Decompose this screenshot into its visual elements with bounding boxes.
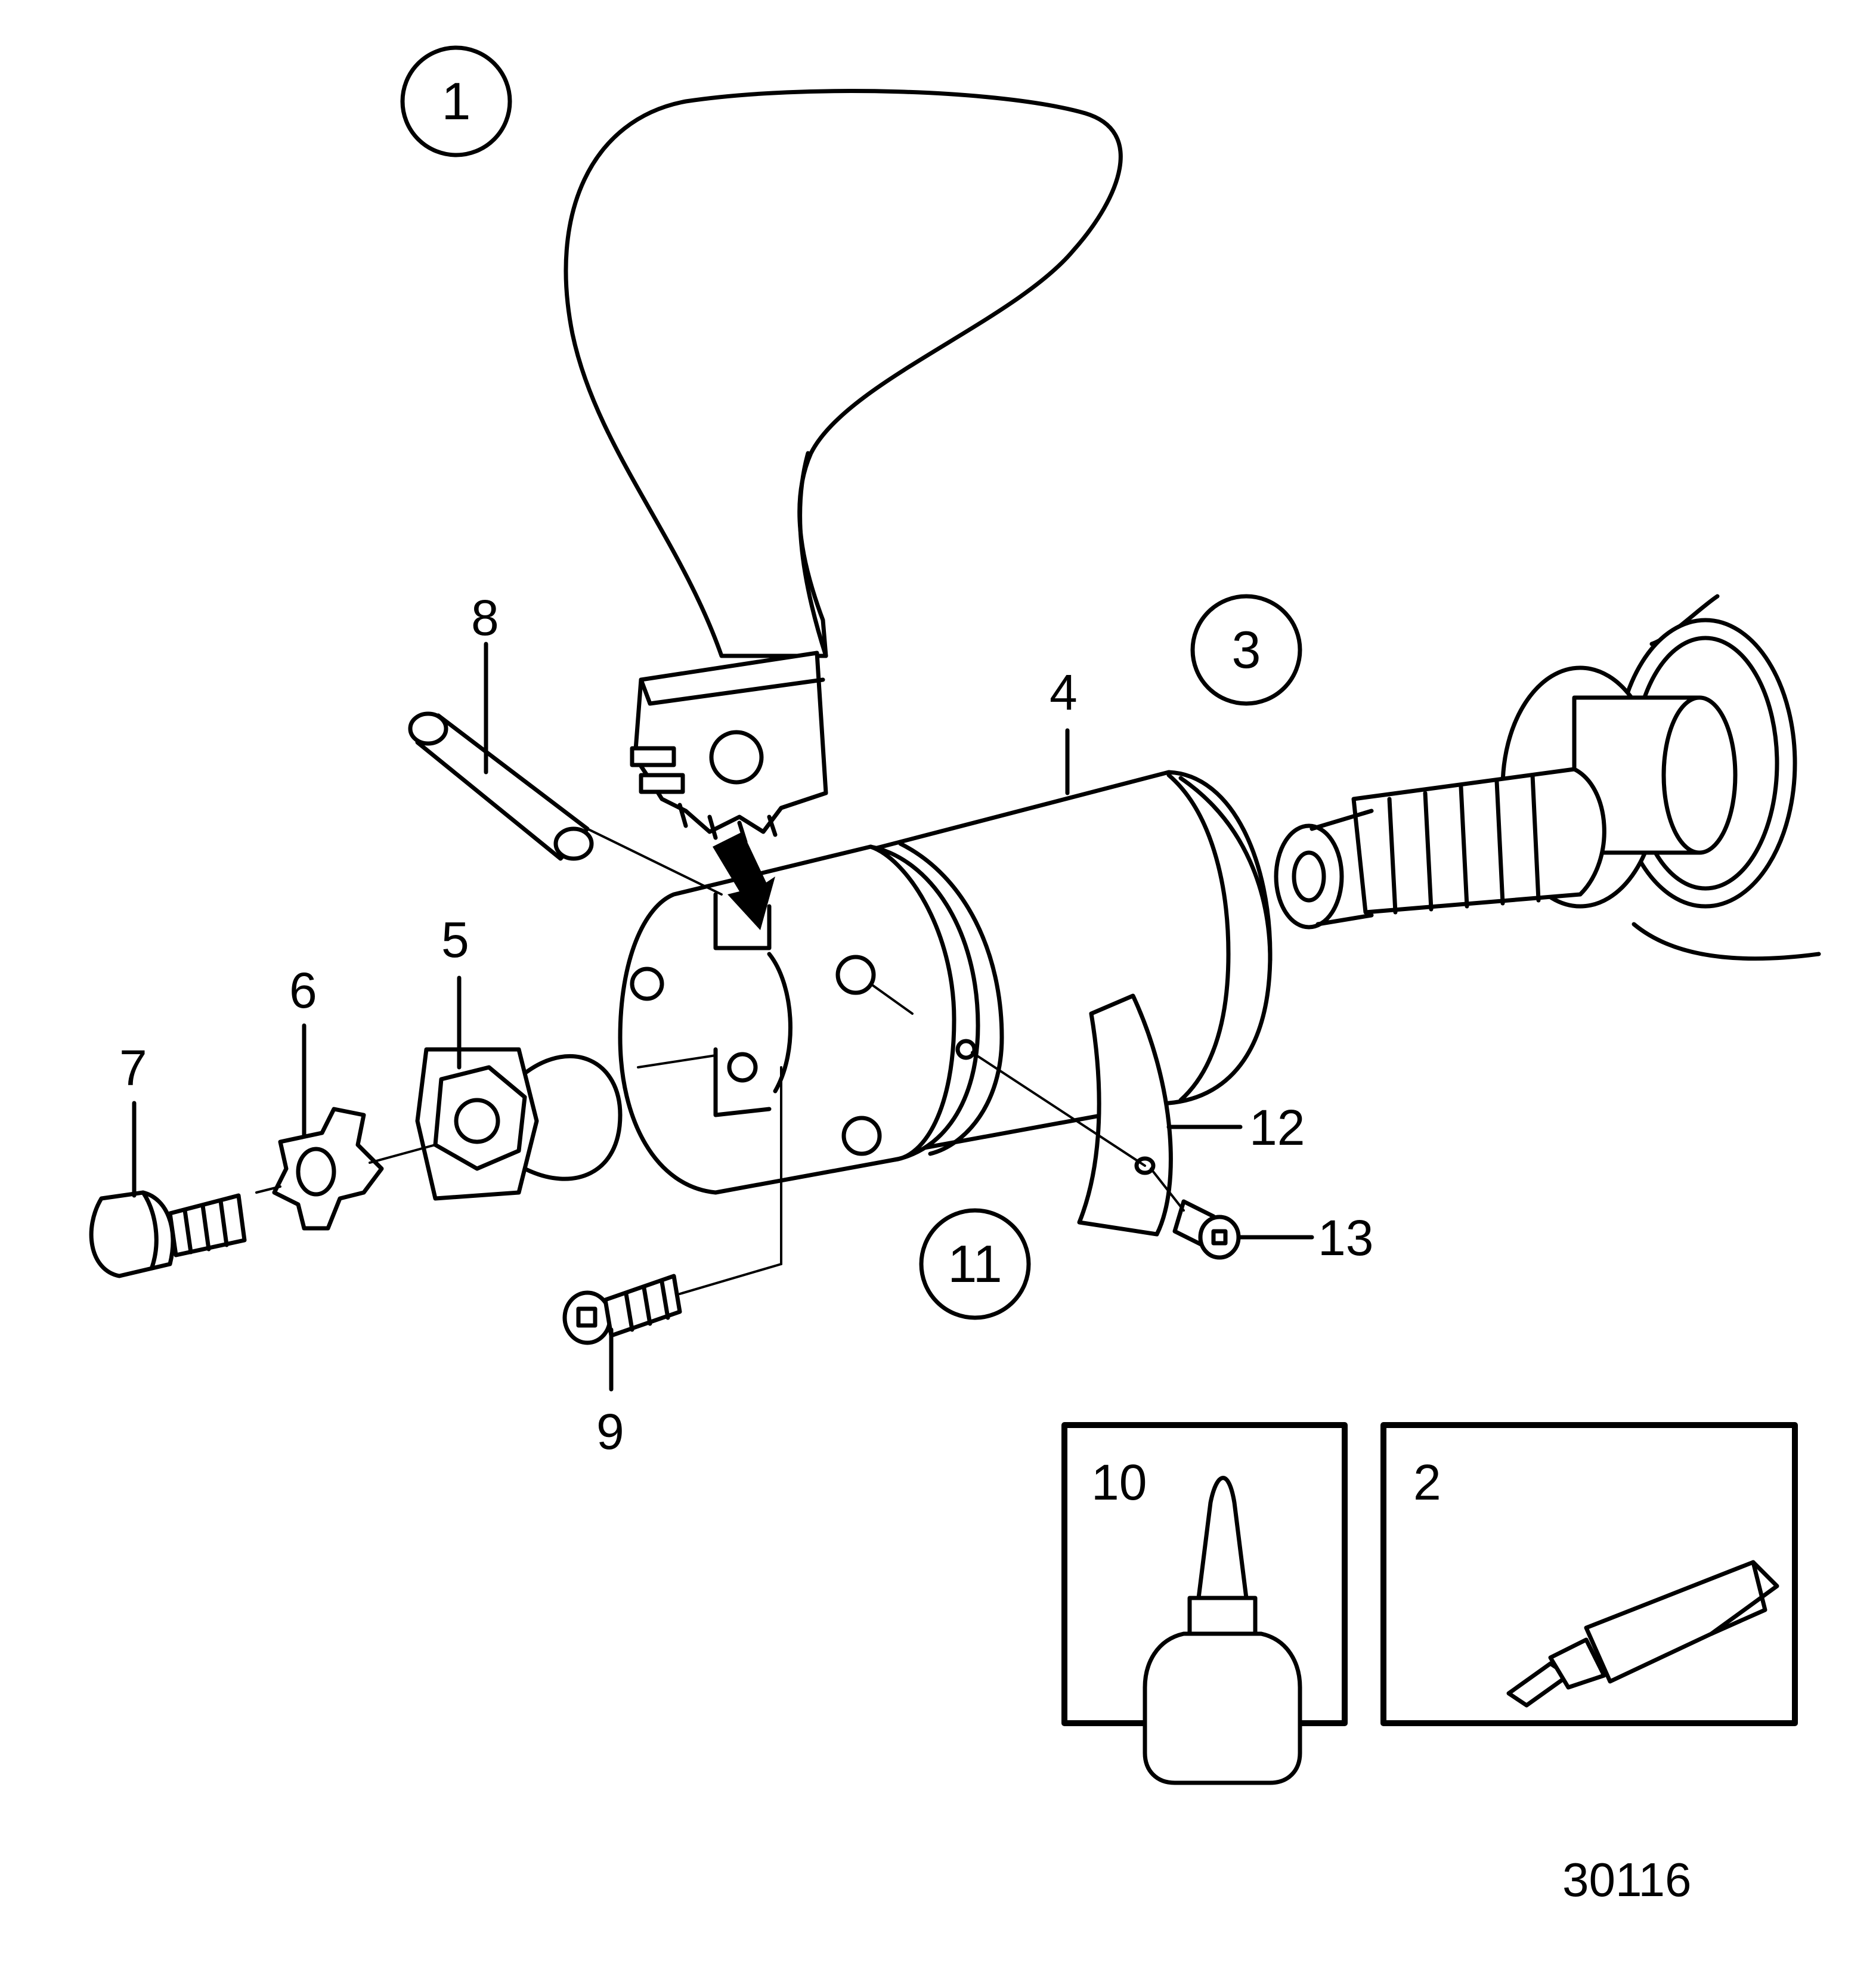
svg-text:1: 1: [442, 72, 471, 131]
hub-assembly: [618, 770, 1273, 1195]
label-12: 12: [1249, 1100, 1305, 1156]
label-7: 7: [119, 1040, 147, 1096]
label-13: 13: [1318, 1210, 1373, 1266]
svg-text:3: 3: [1232, 620, 1261, 679]
pin: [408, 711, 594, 861]
hex-bolt: [89, 1190, 247, 1278]
consumable-box-2: 2: [1380, 1422, 1798, 1726]
callout-11: 11: [919, 1208, 1031, 1320]
thread-locker-bottle-icon: [1143, 1476, 1302, 1785]
consumable-box-10: 10: [1061, 1422, 1348, 1785]
label-4: 4: [1050, 664, 1078, 720]
callout-3: 3: [1190, 594, 1302, 706]
label-8: 8: [471, 590, 499, 646]
svg-text:2: 2: [1413, 1454, 1441, 1510]
svg-text:10: 10: [1091, 1454, 1147, 1510]
splined-shaft: [1274, 594, 1821, 961]
control-lever: [564, 89, 1123, 844]
bushing-part: [415, 1047, 623, 1201]
grease-tube-icon: [1506, 1560, 1779, 1708]
tab-washer: [272, 1107, 384, 1231]
label-6: 6: [289, 962, 317, 1018]
reference-number: 30116: [1562, 1853, 1692, 1906]
svg-text:11: 11: [948, 1234, 1002, 1293]
label-9: 9: [596, 1404, 624, 1460]
cap-screw-9: [562, 1274, 682, 1345]
callout-1: 1: [400, 45, 512, 157]
leader-lines: [132, 642, 1314, 1392]
label-5: 5: [441, 912, 469, 968]
assembly-lines: [255, 828, 1185, 1295]
